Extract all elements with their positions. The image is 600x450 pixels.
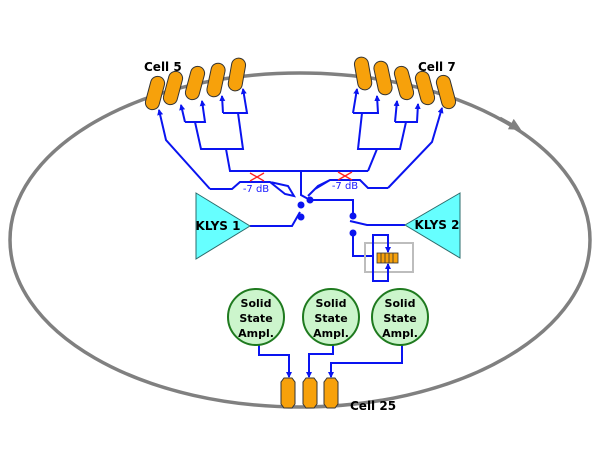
storage-ring	[8, 71, 592, 409]
rf-load	[364, 234, 414, 282]
coupler-label-left: -7 dB	[243, 184, 269, 195]
right-waveguide-tree	[307, 88, 444, 197]
coupler-mark-left	[249, 172, 265, 182]
svg-text:Solid: Solid	[241, 297, 272, 310]
ssa-feeds	[258, 345, 403, 378]
solid-state-amplifier-3: Solid State Ampl.	[371, 288, 429, 346]
klystron-1: KLYS 1	[195, 192, 251, 260]
svg-text:Solid: Solid	[316, 297, 347, 310]
solid-state-amplifier-1: Solid State Ampl.	[227, 288, 285, 346]
svg-text:KLYS 2: KLYS 2	[415, 218, 460, 232]
svg-text:Ampl.: Ampl.	[382, 327, 418, 340]
cell-25-label: Cell 25	[350, 399, 396, 413]
svg-text:State: State	[314, 312, 347, 325]
svg-text:Solid: Solid	[385, 297, 416, 310]
svg-text:Ampl.: Ampl.	[313, 327, 349, 340]
svg-text:Ampl.: Ampl.	[238, 327, 274, 340]
beam-direction-arrow	[499, 116, 522, 130]
klystron-2: KLYS 2	[404, 192, 461, 259]
cavities-cell-5	[144, 57, 247, 111]
cell-7-label: Cell 7	[418, 60, 456, 74]
coupler-mark-right	[337, 171, 353, 181]
cavities-cell-7	[353, 56, 457, 110]
svg-text:KLYS 1: KLYS 1	[196, 219, 241, 233]
coupler-label-right: -7 dB	[332, 181, 358, 192]
rf-switch-network[interactable]	[250, 171, 405, 257]
svg-text:State: State	[239, 312, 272, 325]
svg-text:State: State	[383, 312, 416, 325]
left-waveguide-tree	[157, 88, 368, 198]
cell-5-label: Cell 5	[144, 60, 182, 74]
cavities-cell-25	[280, 377, 339, 409]
solid-state-amplifier-2: Solid State Ampl.	[302, 288, 360, 346]
